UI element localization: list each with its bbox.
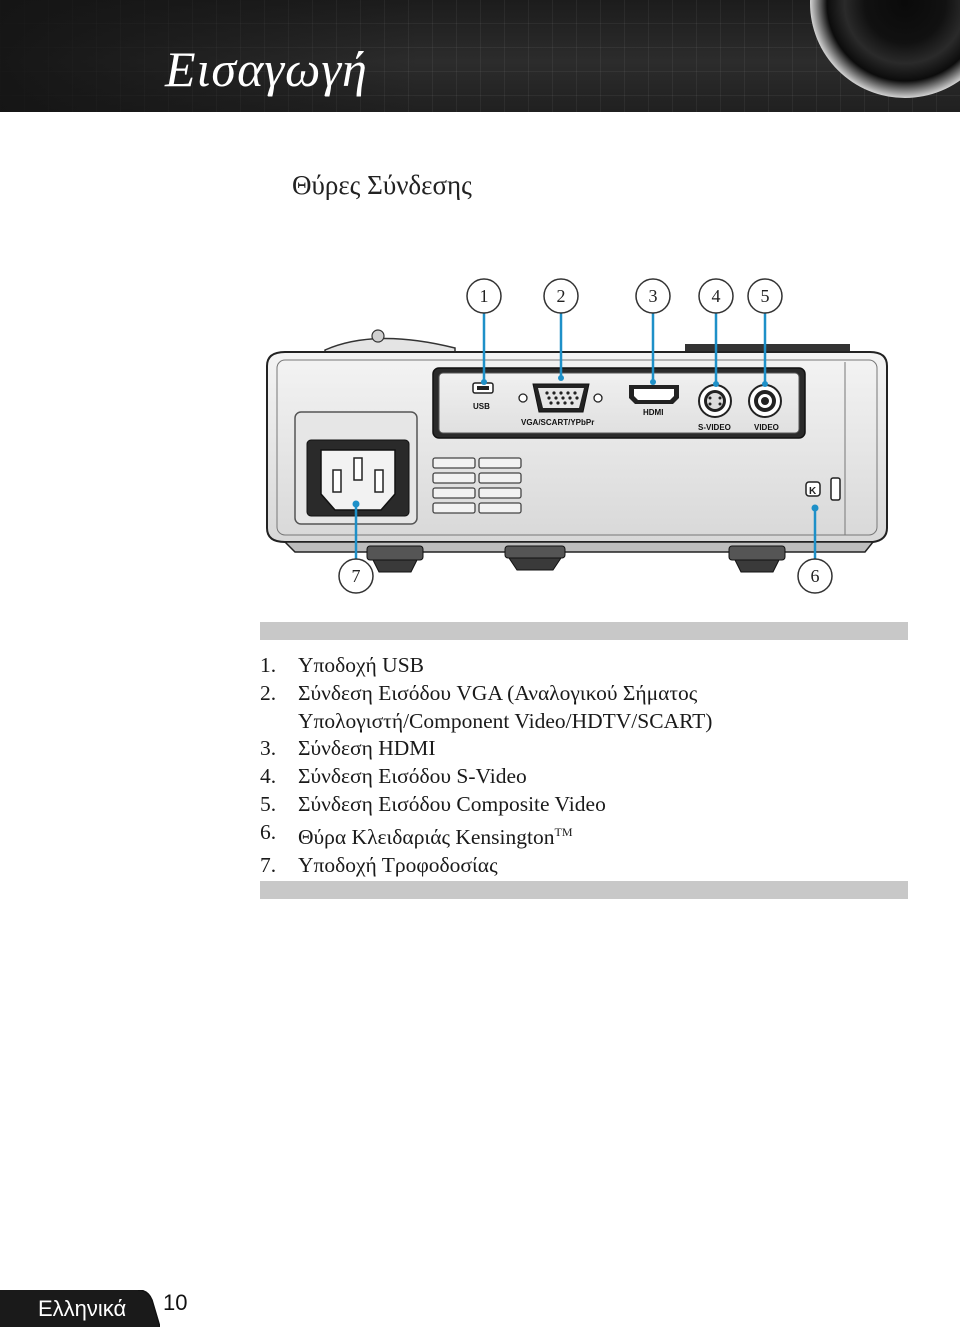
list-item-text: Σύνδεση Εισόδου VGA (Αναλογικού Σήματος bbox=[298, 680, 698, 705]
port-list: 1. Υποδοχή USB 2. Σύνδεση Εισόδου VGA (Α… bbox=[260, 652, 712, 880]
foot-left bbox=[366, 545, 424, 573]
video-label: VIDEO bbox=[754, 423, 779, 432]
footer-language-tab bbox=[0, 1290, 160, 1327]
page-number: 10 bbox=[163, 1290, 188, 1315]
body-inner-frame bbox=[276, 359, 878, 536]
footer-language: Ελληνικά bbox=[38, 1296, 127, 1321]
header-fade bbox=[0, 0, 420, 112]
list-item-number: 5. bbox=[260, 791, 277, 816]
list-item-number: 1. bbox=[260, 653, 277, 677]
foot-right bbox=[728, 545, 786, 573]
section-title: Θύρες Σύνδεσης bbox=[292, 170, 472, 200]
video-port-icon bbox=[748, 384, 782, 418]
svg-text:K: K bbox=[809, 486, 817, 497]
callout-1: 1 bbox=[480, 286, 489, 306]
callout-6: 6 bbox=[811, 566, 820, 586]
port-panel-face bbox=[438, 372, 800, 434]
chapter-header: Εισαγωγή bbox=[0, 0, 960, 112]
svideo-label: S-VIDEO bbox=[698, 423, 731, 432]
list-item-text: Σύνδεση Εισόδου S-Video bbox=[298, 764, 527, 789]
list-item-text: Σύνδεση HDMI bbox=[298, 736, 436, 761]
list-item-text: Υποδοχή USB bbox=[298, 653, 424, 677]
list-item-number: 4. bbox=[260, 764, 277, 789]
list-item-text: Υποδοχή Τροφοδοσίας bbox=[298, 852, 498, 877]
power-socket-icon bbox=[294, 411, 418, 525]
vent-grille bbox=[432, 457, 522, 514]
svideo-port-icon bbox=[698, 384, 732, 418]
top-knob bbox=[371, 329, 385, 343]
list-item-text: Σύνδεση Εισόδου Composite Video bbox=[298, 791, 606, 816]
list-item: Υπολογιστή/Component Video/HDTV/SCART) bbox=[260, 708, 712, 736]
list-item: 1. Υποδοχή USB bbox=[260, 652, 712, 680]
list-item: 3. Σύνδεση HDMI bbox=[260, 735, 712, 763]
kensington-lock-icon: K bbox=[805, 477, 841, 501]
callout-5: 5 bbox=[761, 286, 770, 306]
list-item: 4. Σύνδεση Εισόδου S-Video bbox=[260, 763, 712, 791]
list-item: 7. Υποδοχή Τροφοδοσίας bbox=[260, 852, 712, 880]
vga-port-icon bbox=[518, 383, 603, 413]
callout-3: 3 bbox=[649, 286, 658, 306]
list-item-text-main: Θύρα Κλειδαριάς Kensington bbox=[298, 824, 555, 849]
list-item: 5. Σύνδεση Εισόδου Composite Video bbox=[260, 791, 712, 819]
callout-2: 2 bbox=[557, 286, 566, 306]
list-bottom-bar bbox=[260, 881, 908, 899]
callout-4: 4 bbox=[712, 286, 721, 306]
list-item-number: 7. bbox=[260, 852, 277, 877]
list-item-text: Υπολογιστή/Component Video/HDTV/SCART) bbox=[298, 708, 713, 733]
callout-dots bbox=[352, 375, 819, 512]
list-item-number: 6. bbox=[260, 819, 277, 844]
projector-base bbox=[283, 541, 875, 553]
hdmi-label: HDMI bbox=[643, 408, 663, 417]
chapter-title: Εισαγωγή bbox=[165, 41, 368, 97]
callout-bubbles bbox=[338, 278, 833, 594]
foot-center bbox=[504, 545, 566, 571]
vga-label: VGA/SCART/YPbPr bbox=[521, 418, 594, 427]
list-item-text: Θύρα Κλειδαριάς KensingtonTM bbox=[298, 819, 712, 852]
hdmi-port-icon bbox=[629, 385, 679, 404]
list-item-number bbox=[260, 708, 298, 736]
trademark-sup: TM bbox=[554, 824, 573, 839]
list-top-bar bbox=[260, 622, 908, 640]
usb-label: USB bbox=[473, 402, 490, 411]
list-item: 2. Σύνδεση Εισόδου VGA (Αναλογικού Σήματ… bbox=[260, 680, 712, 708]
callout-lines bbox=[354, 312, 817, 560]
list-item: 6. Θύρα Κλειδαριάς KensingtonTM bbox=[260, 819, 712, 852]
callout-7: 7 bbox=[352, 566, 361, 586]
list-item-number: 3. bbox=[260, 736, 277, 761]
projector-rear-diagram: USB VGA/SCART/YPbPr HDMI S-VIDEO VIDEO K bbox=[266, 278, 888, 594]
list-item-number: 2. bbox=[260, 680, 277, 705]
